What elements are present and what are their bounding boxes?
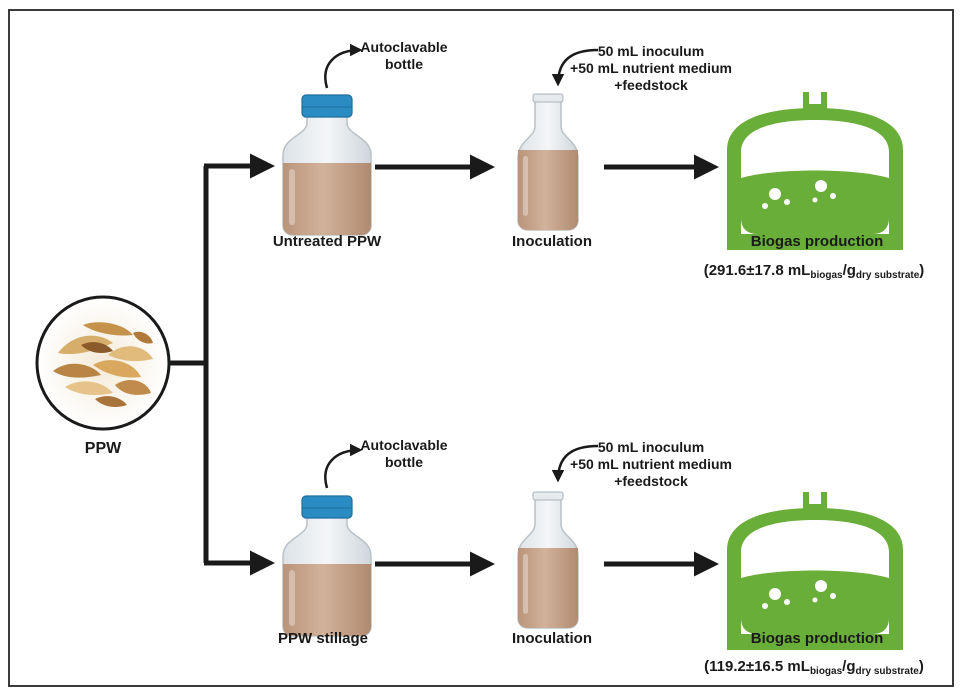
bottle-note-line2: bottle <box>385 454 423 470</box>
bottle-note-line1: Autoclavable <box>360 39 447 55</box>
inoculum-arrow <box>551 48 599 87</box>
result-value: (119.2±16.5 mLbiogas/gdry substrate) <box>704 658 924 677</box>
frame-border <box>8 9 954 687</box>
branch-connector <box>169 153 275 576</box>
branch-stillage: Autoclavable bottle PPW stillage 50 mL i… <box>278 437 924 677</box>
digester-icon <box>727 92 903 250</box>
branch-untreated: Autoclavable bottle Untreated PPW 50 mL … <box>273 39 924 281</box>
sample-label: PPW stillage <box>278 630 368 647</box>
inoculation-label: Inoculation <box>512 233 592 250</box>
bottle-note-line2: bottle <box>385 56 423 72</box>
inoculation-bottle-icon <box>517 93 579 231</box>
sample-label: Untreated PPW <box>273 233 382 250</box>
inoculum-line3: +feedstock <box>614 77 688 93</box>
autoclavable-bottle-icon <box>282 495 372 637</box>
inoculation-bottle-icon <box>517 491 579 629</box>
result-label: Biogas production <box>751 233 884 250</box>
inoculum-line2: +50 mL nutrient medium <box>570 60 732 76</box>
bottle-note-arrow <box>324 43 363 89</box>
inoculum-line2: +50 mL nutrient medium <box>570 456 732 472</box>
autoclavable-bottle-icon <box>282 94 372 236</box>
inoculum-arrow <box>551 444 599 483</box>
bottle-note-line1: Autoclavable <box>360 437 447 453</box>
inoculum-line3: +feedstock <box>614 473 688 489</box>
inoculation-label: Inoculation <box>512 630 592 647</box>
bottle-note-arrow <box>324 443 363 489</box>
ppw-peel-image <box>35 295 171 431</box>
source-label: PPW <box>85 440 122 457</box>
inoculum-line1: 50 mL inoculum <box>598 439 704 455</box>
result-value: (291.6±17.8 mLbiogas/gdry substrate) <box>704 262 925 281</box>
inoculum-line1: 50 mL inoculum <box>598 43 704 59</box>
result-label: Biogas production <box>751 630 884 647</box>
digester-icon <box>727 492 903 650</box>
